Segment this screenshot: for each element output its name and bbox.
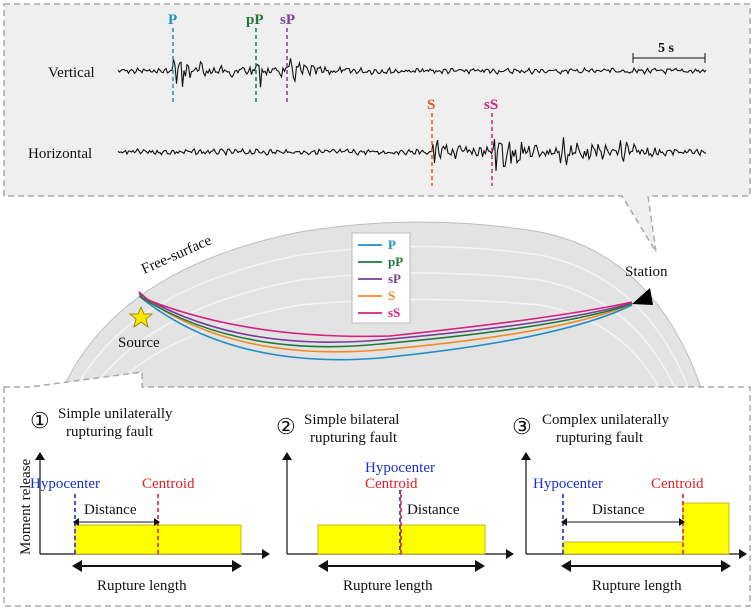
panel-1-distance: Distance bbox=[84, 502, 137, 518]
panel-3-rupture: Rupture length bbox=[592, 578, 682, 594]
panel-2-distance: Distance bbox=[407, 502, 460, 518]
p-label: P bbox=[168, 12, 177, 28]
panel-2-rupture: Rupture length bbox=[343, 578, 433, 594]
scale-label: 5 s bbox=[658, 41, 675, 56]
ss-label: sS bbox=[484, 97, 498, 113]
sp-label: sP bbox=[280, 12, 295, 28]
panel-2-hypocenter: Hypocenter bbox=[365, 460, 435, 476]
panel-2-number: ② bbox=[276, 414, 296, 439]
panel-2-title-1: Simple bilateral bbox=[304, 412, 399, 428]
panel-1-title-1: Simple unilaterally bbox=[58, 406, 173, 422]
panel-1-centroid: Centroid bbox=[142, 476, 195, 492]
horizontal-label: Horizontal bbox=[28, 146, 92, 162]
ray-s bbox=[138, 293, 633, 353]
panel-1-title-2: rupturing fault bbox=[66, 424, 154, 440]
legend-ss: sS bbox=[388, 305, 400, 320]
panel-3: ③ Complex unilaterally rupturing fault H… bbox=[512, 412, 747, 594]
panel-2-centroid: Centroid bbox=[365, 476, 418, 492]
panel-3-title-1: Complex unilaterally bbox=[542, 412, 670, 428]
source-star-icon bbox=[128, 305, 154, 328]
pp-label: pP bbox=[246, 12, 264, 28]
legend-p: P bbox=[388, 237, 396, 252]
s-label: S bbox=[427, 97, 435, 113]
panel-1-number: ① bbox=[30, 408, 50, 433]
panel-2-title-2: rupturing fault bbox=[310, 430, 398, 446]
horizontal-trace bbox=[117, 137, 707, 171]
panel-1-hypocenter: Hypocenter bbox=[30, 476, 100, 492]
source-label: Source bbox=[118, 335, 160, 351]
time-scale-bar: 5 s bbox=[632, 41, 706, 63]
ray-pp bbox=[138, 291, 633, 348]
panel-3-distance: Distance bbox=[592, 502, 645, 518]
panel-3-hypocenter: Hypocenter bbox=[533, 476, 603, 492]
legend-sp: sP bbox=[388, 271, 401, 286]
panel-1: ① Simple unilaterally rupturing fault Hy… bbox=[30, 406, 270, 594]
ray-legend: P pP sP S sS bbox=[351, 232, 411, 324]
earth-section: Free-surface Source Station P pP sP S sS bbox=[57, 221, 706, 401]
panel-1-rupture: Rupture length bbox=[97, 578, 187, 594]
station-label: Station bbox=[625, 264, 668, 280]
seismogram-callout bbox=[3, 3, 751, 253]
station-triangle-icon bbox=[632, 288, 653, 305]
ray-sp bbox=[138, 291, 633, 343]
y-axis-label: Moment release bbox=[18, 458, 34, 555]
panel-3-number: ③ bbox=[512, 414, 532, 439]
panel-2: ② Simple bilateral rupturing fault Hypoc… bbox=[276, 412, 514, 594]
ray-p bbox=[138, 295, 633, 361]
vertical-trace bbox=[117, 58, 707, 88]
panel-3-title-2: rupturing fault bbox=[556, 430, 644, 446]
vertical-label: Vertical bbox=[48, 65, 95, 81]
panel-3-centroid: Centroid bbox=[651, 476, 704, 492]
ray-ss bbox=[138, 291, 633, 338]
legend-s: S bbox=[388, 288, 395, 303]
legend-pp: pP bbox=[388, 254, 403, 269]
